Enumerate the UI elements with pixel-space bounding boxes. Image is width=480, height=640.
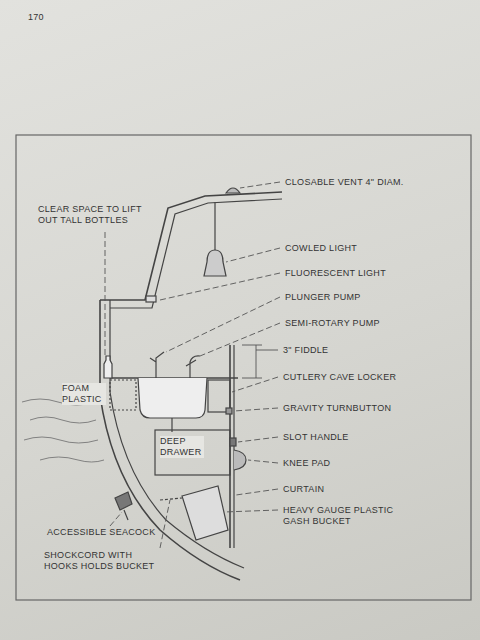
callout-label: SLOT HANDLE <box>283 432 349 443</box>
callout-label: CLEAR SPACE TO LIFT OUT TALL BOTTLES <box>38 204 150 226</box>
dimension-label: 3" FIDDLE <box>283 345 328 356</box>
callout-label: PLUNGER PUMP <box>285 292 361 303</box>
callout-label: SEMI-ROTARY PUMP <box>285 318 380 329</box>
callout-label: HEAVY GAUGE PLASTIC GASH BUCKET <box>283 505 418 527</box>
callout-label: KNEE PAD <box>283 458 330 469</box>
callout-label: GRAVITY TURNBUTTON <box>283 403 391 414</box>
part-label: FOAM PLASTIC <box>62 383 106 405</box>
callout-label: COWLED LIGHT <box>285 243 357 254</box>
callout-label: CURTAIN <box>283 484 324 495</box>
callout-label: CUTLERY CAVE LOCKER <box>283 372 396 383</box>
page-number: 170 <box>28 12 44 23</box>
callout-label: SHOCKCORD WITH HOOKS HOLDS BUCKET <box>44 550 162 572</box>
part-label: DEEP DRAWER <box>160 436 204 458</box>
callout-label: CLOSABLE VENT 4" DIAM. <box>285 177 404 188</box>
callout-label: ACCESSIBLE SEACOCK <box>47 527 155 538</box>
callout-label: FLUORESCENT LIGHT <box>285 268 386 279</box>
